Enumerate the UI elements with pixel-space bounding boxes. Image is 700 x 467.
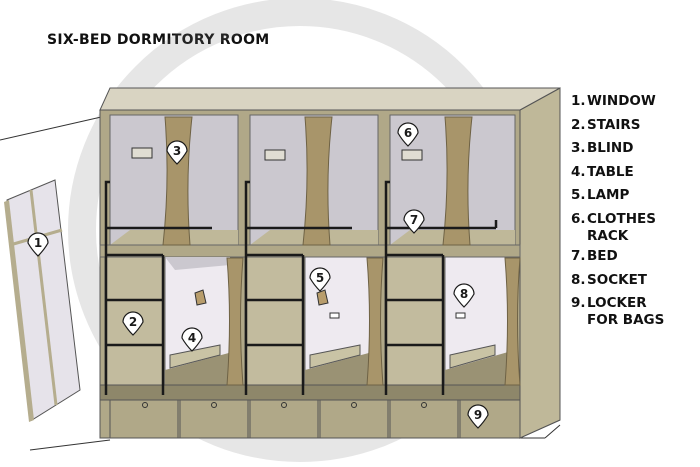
marker-label: 5 [316, 271, 324, 285]
marker-8: 8 [453, 283, 475, 308]
legend-number: 5. [571, 187, 586, 204]
legend-item: 2.STAIRS [571, 114, 699, 138]
marker-3: 3 [166, 140, 188, 165]
legend-label: LOCKER FOR BAGS [587, 295, 665, 329]
stair-rails [104, 180, 498, 395]
legend-number: 6. [571, 210, 586, 227]
tables [169, 344, 496, 369]
legend-item: 7.BED [571, 245, 699, 269]
clothes-racks [131, 147, 423, 161]
legend-number: 3. [571, 140, 586, 157]
marker-5: 5 [309, 267, 331, 292]
marker-label: 1 [34, 236, 42, 250]
legend-item: 9.LOCKER FOR BAGS [571, 292, 699, 329]
sockets [329, 312, 466, 319]
marker-label: 8 [460, 287, 468, 301]
legend-label: STAIRS [587, 116, 641, 133]
legend-number: 7. [571, 247, 586, 264]
bunk-structure [99, 87, 561, 439]
legend-number: 2. [571, 116, 586, 133]
legend-number: 4. [571, 163, 586, 180]
page-title: SIX-BED DORMITORY ROOM [47, 32, 270, 48]
legend-number: 1. [571, 93, 586, 109]
marker-label: 7 [410, 213, 418, 227]
legend-label: TABLE [587, 163, 634, 180]
marker-label: 9 [474, 408, 482, 422]
marker-label: 4 [188, 331, 196, 345]
legend-item: 4.TABLE [571, 161, 699, 185]
marker-4: 4 [181, 327, 203, 352]
legend-label: CLOTHES RACK [587, 210, 656, 244]
lamps [194, 289, 329, 306]
legend-item: 3.BLIND [571, 137, 699, 161]
marker-label: 6 [404, 126, 412, 140]
legend-label: SOCKET [587, 271, 647, 288]
legend-item: 6.CLOTHES RACK [571, 208, 699, 245]
legend-item: 8.SOCKET [571, 269, 699, 293]
window [4, 179, 81, 422]
legend-label: WINDOW [587, 93, 656, 109]
marker-label: 3 [173, 144, 181, 158]
legend-item: 1.WINDOW [571, 90, 699, 114]
marker-1: 1 [27, 232, 49, 257]
markers: 1 2 3 4 5 6 7 8 9 [27, 122, 489, 429]
legend-item: 5.LAMP [571, 184, 699, 208]
legend-label: LAMP [587, 187, 630, 204]
marker-6: 6 [397, 122, 419, 147]
legend-label: BLIND [587, 140, 634, 157]
legend-label: BED [587, 247, 618, 264]
legend-number: 9. [571, 295, 586, 312]
marker-7: 7 [403, 209, 425, 234]
blinds [162, 116, 521, 386]
marker-label: 2 [129, 315, 137, 329]
lockers [109, 399, 521, 439]
legend-number: 8. [571, 271, 586, 288]
marker-9: 9 [467, 404, 489, 429]
marker-2: 2 [122, 311, 144, 336]
